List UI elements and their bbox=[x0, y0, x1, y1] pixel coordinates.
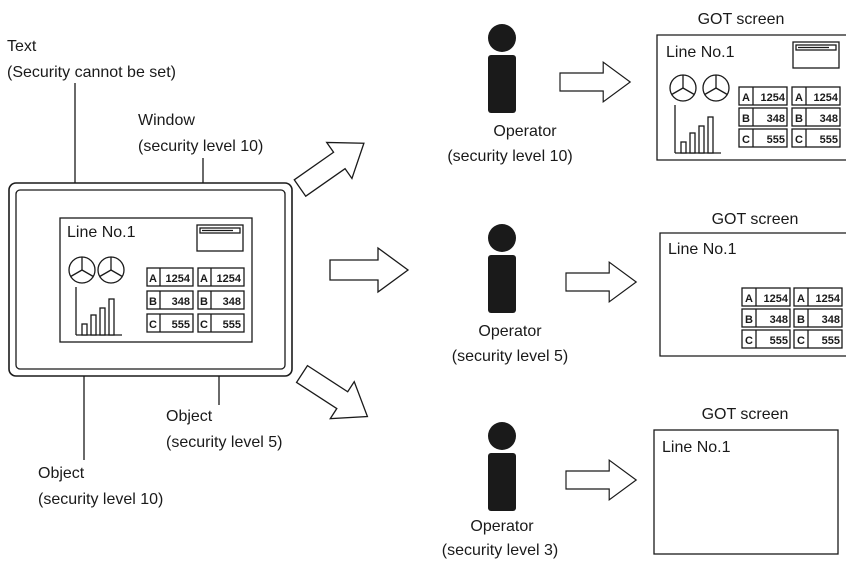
operator-5-note: (security level 5) bbox=[452, 348, 568, 365]
screen-5-row-a-value: 1254 bbox=[764, 293, 789, 305]
screen-5-caption: GOT screen bbox=[712, 211, 799, 228]
screen-10: Line No.1 A 1254 B 348 C 555 A 1254 B 34… bbox=[656, 34, 846, 161]
arrow-to-level3 bbox=[289, 354, 381, 436]
screen-10-row-b-letter-2: B bbox=[795, 113, 803, 125]
monitor-pie-icon-2 bbox=[97, 256, 125, 284]
screen-5-row-c-letter: C bbox=[745, 335, 753, 347]
arrow-to-screen-3 bbox=[565, 459, 637, 501]
screen-5-table-right: A 1254 B 348 C 555 bbox=[793, 287, 843, 349]
operator-5-figure bbox=[488, 224, 516, 313]
screen-10-pie-icon-2 bbox=[702, 74, 730, 102]
screen-5-row-a-letter-2: A bbox=[797, 293, 805, 305]
screen-3-line-title: Line No.1 bbox=[662, 439, 731, 456]
callout-object10-note: (security level 10) bbox=[38, 491, 163, 508]
screen-5-row-c-letter-2: C bbox=[797, 335, 805, 347]
monitor-table-right: A 1254 B 348 C 555 bbox=[197, 267, 245, 333]
monitor-row-b-letter-2: B bbox=[200, 296, 208, 308]
screen-10-table-left: A 1254 B 348 C 555 bbox=[738, 86, 788, 148]
monitor-row-a-letter: A bbox=[149, 273, 157, 285]
monitor-window-icon bbox=[196, 224, 244, 252]
screen-3: Line No.1 bbox=[653, 429, 839, 555]
operator-10-figure bbox=[488, 24, 516, 113]
screen-5-row-b-value: 348 bbox=[770, 314, 788, 326]
screen-5-row-b-letter-2: B bbox=[797, 314, 805, 326]
operator-3-label: Operator bbox=[470, 518, 534, 535]
operator-5-label: Operator bbox=[478, 323, 542, 340]
screen-5-line-title: Line No.1 bbox=[668, 241, 737, 258]
callout-text-note: (Security cannot be set) bbox=[7, 64, 176, 81]
screen-5-row-b-value-2: 348 bbox=[822, 314, 840, 326]
screen-10-caption: GOT screen bbox=[698, 11, 785, 28]
arrow-to-level5 bbox=[329, 247, 409, 293]
screen-5-row-a-letter: A bbox=[745, 293, 753, 305]
screen-10-row-c-letter-2: C bbox=[795, 134, 803, 146]
screen-10-row-b-letter: B bbox=[742, 113, 750, 125]
screen-5: Line No.1 A 1254 B 348 C 555 A 1254 B 34… bbox=[659, 232, 846, 357]
screen-10-row-c-value: 555 bbox=[767, 134, 785, 146]
arrow-to-level10 bbox=[286, 124, 378, 207]
screen-5-row-c-value: 555 bbox=[770, 335, 788, 347]
callout-window-note: (security level 10) bbox=[138, 138, 263, 155]
got-monitor: Line No.1 A 1254 B 348 C 555 A 1254 B 34… bbox=[8, 182, 293, 377]
monitor-row-c-value: 555 bbox=[172, 319, 190, 331]
operator-10-label: Operator bbox=[493, 123, 557, 140]
callout-object5-label: Object bbox=[166, 408, 213, 425]
monitor-row-b-letter: B bbox=[149, 296, 157, 308]
monitor-row-c-letter: C bbox=[149, 319, 157, 331]
screen-10-row-c-letter: C bbox=[742, 134, 750, 146]
screen-10-pie-icon-1 bbox=[669, 74, 697, 102]
monitor-row-b-value-2: 348 bbox=[223, 296, 241, 308]
callout-window-label: Window bbox=[138, 112, 195, 129]
screen-5-row-b-letter: B bbox=[745, 314, 753, 326]
screen-10-row-b-value-2: 348 bbox=[820, 113, 838, 125]
screen-10-window-icon bbox=[792, 41, 840, 69]
callout-object10-label: Object bbox=[38, 465, 85, 482]
screen-5-table-left: A 1254 B 348 C 555 bbox=[741, 287, 791, 349]
monitor-row-a-value: 1254 bbox=[166, 273, 191, 285]
monitor-table-left: A 1254 B 348 C 555 bbox=[146, 267, 194, 333]
screen-10-row-a-letter-2: A bbox=[795, 92, 803, 104]
screen-10-table-right: A 1254 B 348 C 555 bbox=[791, 86, 841, 148]
screen-10-row-b-value: 348 bbox=[767, 113, 785, 125]
screen-10-line-title: Line No.1 bbox=[666, 44, 735, 61]
screen-10-row-c-value-2: 555 bbox=[820, 134, 838, 146]
monitor-row-c-letter-2: C bbox=[200, 319, 208, 331]
screen-5-row-c-value-2: 555 bbox=[822, 335, 840, 347]
operator-3-figure bbox=[488, 422, 516, 511]
monitor-row-c-value-2: 555 bbox=[223, 319, 241, 331]
screen-10-row-a-value-2: 1254 bbox=[814, 92, 839, 104]
monitor-line-title: Line No.1 bbox=[67, 224, 136, 241]
callout-text-label: Text bbox=[7, 38, 37, 55]
screen-5-row-a-value-2: 1254 bbox=[816, 293, 841, 305]
screen-10-row-a-letter: A bbox=[742, 92, 750, 104]
monitor-row-b-value: 348 bbox=[172, 296, 190, 308]
screen-10-row-a-value: 1254 bbox=[761, 92, 786, 104]
monitor-pie-icon-1 bbox=[68, 256, 96, 284]
monitor-row-a-letter-2: A bbox=[200, 273, 208, 285]
arrow-to-screen-10 bbox=[559, 61, 631, 103]
operator-3-note: (security level 3) bbox=[442, 542, 558, 559]
monitor-row-a-value-2: 1254 bbox=[217, 273, 242, 285]
callout-object5-note: (security level 5) bbox=[166, 434, 282, 451]
screen-3-caption: GOT screen bbox=[702, 406, 789, 423]
arrow-to-screen-5 bbox=[565, 261, 637, 303]
operator-10-note: (security level 10) bbox=[447, 148, 572, 165]
